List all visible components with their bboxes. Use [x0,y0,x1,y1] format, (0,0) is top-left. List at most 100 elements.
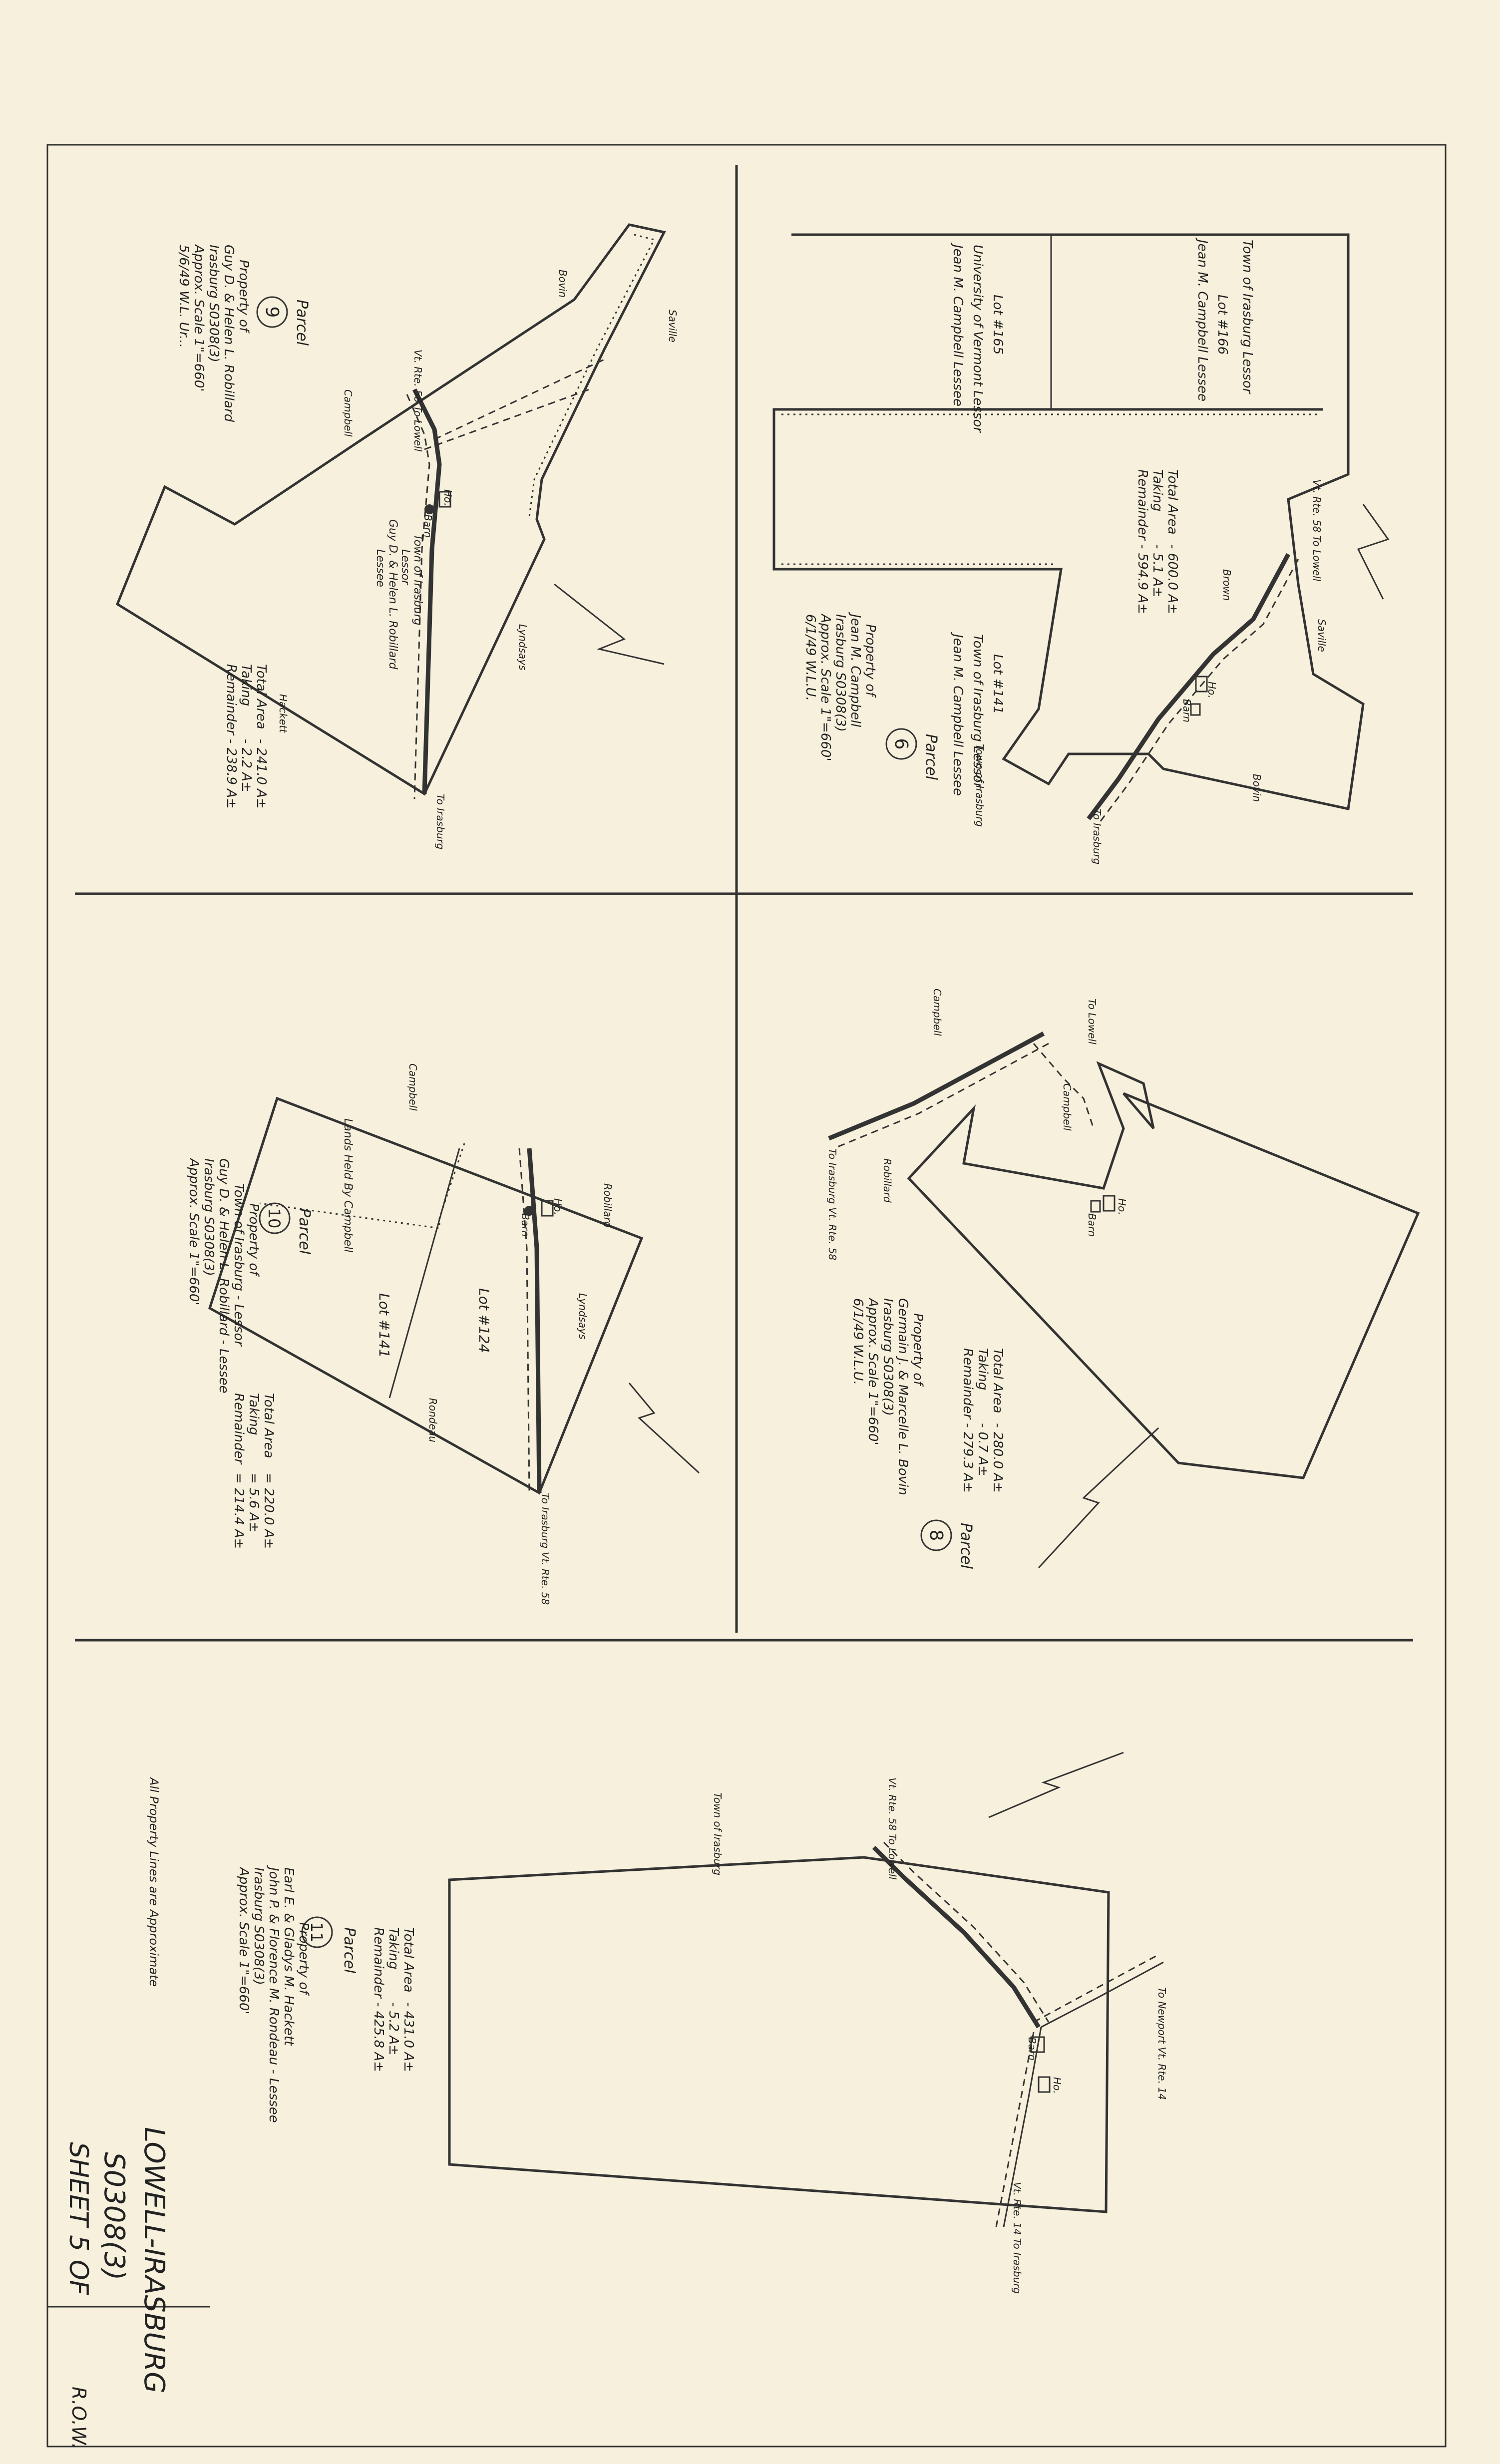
parcel-6-lot-165: Lot #165 University of Vermont Lessor Je… [950,242,1005,433]
area-label: Taking [246,1393,261,1435]
parcel-9-lessor-block: Town of Irasburg Lessor Guy D. & Helen L… [374,519,424,670]
neighbor-label: Campbell [342,389,354,437]
lot-line: Town of Irasburg Lessor [1240,240,1255,395]
parcel-9-circle [256,296,288,328]
parcel-8-label: Parcel [957,1523,975,1569]
area-label: Remainder [231,1393,246,1465]
parcel-10-highway [527,1148,542,1493]
owner-line: Property of [296,1922,311,1996]
building-label: Barn [1086,1213,1098,1237]
parcel-6-panel: 6 Parcel Property of Jean M. Campbell Ir… [772,233,1390,864]
parcel-11-barn-icon [1030,2036,1045,2053]
parcel-11-owner-block: Property of Earl E. & Gladys M. Hackett … [236,1865,311,2123]
owner-line: Approx. Scale 1"=660' [191,244,206,392]
parcel-9-neighbors: Bovin Saville Campbell Lyndsays Hackett … [277,270,679,849]
building-label: Ho. [552,1198,564,1215]
north-arrow-icon [554,583,665,665]
parcel-6-circle [885,728,917,760]
road-label: To Irasburg Vt. Rte. 58 [539,1493,551,1605]
owner-line: John P. & Florence M. Rondeau - Lessee [266,1865,281,2123]
lot-name: Lot #141 [376,1293,392,1358]
parcel-11-highway [872,1845,1041,2029]
road-label: Vt. Rte. 58 To Lowell [886,1777,898,1880]
area-label: Remainder [224,664,239,736]
road-label: To Irasburg [434,794,446,849]
lot-name: Town of Irasburg [411,534,424,626]
parcel-9-owner-block: Property of Guy D. & Helen L. Robillard … [176,244,251,422]
road-label: Vt. Rte. 58 To Lowell [1311,479,1323,582]
owner-line: Approx. Scale 1"=660' [865,1297,880,1445]
parcel-9-barn-icon [424,504,434,514]
area-value: - 600.0 A± [1165,544,1180,614]
neighbor-label: Lyndsays [517,624,529,671]
area-value: - 425.8 A± [371,2002,386,2072]
parcel-11-label: Parcel [341,1927,358,1974]
owner-line: 5/6/49 W.L. Ur... [176,245,191,348]
lot-name: Lot #165 [990,295,1005,354]
neighbor-label: Robillard [881,1158,893,1203]
owner-line: 6/1/49 W.L.U. [850,1298,865,1385]
area-value: = 5.6 A± [246,1473,261,1532]
owner-line: Property of [236,260,251,334]
owner-line: Guy D. & Helen L. Robillard [221,245,236,422]
road-label: To Lowell [1086,999,1098,1045]
north-arrow-icon [1038,1427,1159,1569]
building-label: Barn [519,1213,531,1237]
area-label: Remainder [371,1927,386,2000]
neighbor-label: Saville [667,310,679,343]
owner-line: Property of [863,624,878,698]
area-value: - 5.1 A± [1150,544,1165,598]
area-label: Taking [386,1927,401,1969]
owner-line: Jean M. Campbell [848,612,863,727]
parcel-6-label: Parcel [922,734,940,780]
area-label: Taking [975,1348,990,1390]
lot-line: Town of Irasburg Lessor [970,634,985,789]
parcel-8-owner-block: Property of Germain J. & Marcelle L. Bov… [850,1297,925,1495]
parcel-9-panel: 9 Parcel Property of Guy D. & Helen L. R… [115,223,679,849]
title-number: S0308(3) [98,2152,130,2280]
parcel-6-neighbors: Saville Brown Bovin Town of Irasburg Vt.… [974,479,1328,864]
owner-line: Approx. Scale 1"=660' [818,613,833,761]
title-row: R.O.W. [68,2387,90,2450]
parcel-8-highway [828,1032,1045,1141]
lot-line: Jean M. Campbell Lessee [950,632,965,796]
owner-line: Irasburg S0308(3) [201,1158,216,1276]
sheet-note: All Property Lines are Approximate [147,1776,161,1987]
north-arrow-icon [1357,504,1390,600]
area-label: Taking [1150,469,1165,511]
parcel-10-house-icon [541,1200,554,1217]
parcel-8-panel: 8 Parcel Property of Germain J. & Marcel… [826,989,1420,1569]
lot-line: Guy D. & Helen L. Robillard [386,519,399,670]
area-label: Taking [239,664,254,706]
road-label: Vt. Rte. 14 To Irasburg [1011,2182,1023,2294]
owner-line: Irasburg S0308(3) [880,1298,895,1416]
area-value: = 220.0 A± [261,1473,276,1549]
parcel-9-area-block: Total Area - 241.0 A± Taking - 2.2 A± Re… [224,664,269,809]
parcel-10-circle [259,1202,291,1234]
owner-line: Approx. Scale 1"=660' [186,1157,201,1306]
lot-line: Lessor [399,549,411,586]
neighbor-label: Bovin [1251,774,1263,802]
parcel-11-number: 11 [307,1922,326,1943]
neighbor-label: Campbell [1061,1083,1073,1131]
owner-line: Guy D. & Helen L. Robillard - Lessee [216,1158,231,1394]
lot-name: Lot #166 [1215,295,1230,354]
parcel-9-lease-line-2 [434,358,605,440]
lot-name: Lot #141 [990,654,1005,714]
parcel-6-lot-166: Lot #166 Town of Irasburg Lessor Jean M.… [1195,237,1255,401]
parcel-8-house-icon [1103,1195,1116,1212]
lot-name: Lot #124 [476,1288,492,1353]
title-block: LOWELL-IRASBURG S0308(3) SHEET 5 OF R.O.… [63,2127,170,2450]
parcel-11-circle [301,1916,333,1948]
owner-line: Irasburg S0308(3) [206,245,221,362]
parcel-9-label: Parcel [293,300,311,346]
parcel-8-circle [920,1519,952,1551]
parcel-6-barn-icon [1190,703,1201,716]
owner-line: Germain J. & Marcelle L. Bovin [895,1298,910,1495]
neighbor-label: Bovin [557,270,569,298]
area-value: - 594.9 A± [1135,544,1150,614]
parcel-11-house-icon [1038,2076,1051,2093]
neighbor-label: Hackett [277,694,289,733]
parcel-6-number: 6 [891,738,911,750]
